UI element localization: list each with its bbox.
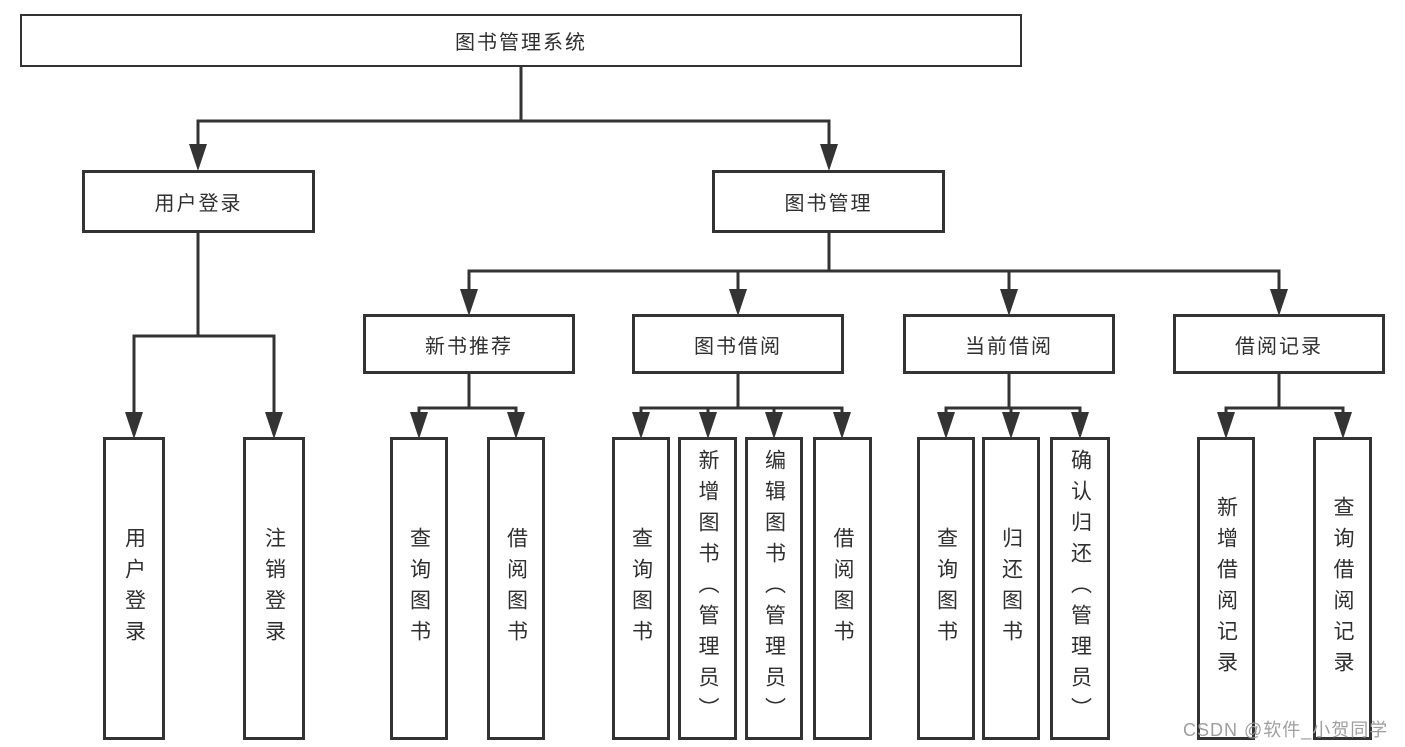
leaf-query-borrow-record: 查询借阅记录 xyxy=(1313,437,1372,740)
node-library-system-label: 图书管理系统 xyxy=(455,32,587,54)
node-book-borrow-label: 图书借阅 xyxy=(694,335,782,358)
leaf-current-query-books: 查询图书 xyxy=(917,437,975,740)
leaf-borrow-query-books: 查询图书 xyxy=(612,437,670,740)
node-user-login-label: 用户登录 xyxy=(154,193,243,215)
leaf-user-login-label: 用户登录 xyxy=(122,526,146,651)
leaf-return-books: 归还图书 xyxy=(982,437,1040,740)
leaf-add-borrow-record: 新增借阅记录 xyxy=(1197,437,1255,740)
csdn-watermark: CSDN @软件_小贺同学 xyxy=(1183,720,1389,740)
leaf-confirm-return-admin: 确认归还（管理员） xyxy=(1050,437,1110,740)
node-book-management-label: 图书管理 xyxy=(784,193,873,215)
leaf-add-book-admin-label: 新增图书（管理员） xyxy=(696,449,719,728)
node-borrow-records-label: 借阅记录 xyxy=(1235,335,1323,358)
node-borrow-records: 借阅记录 xyxy=(1173,314,1385,374)
node-current-borrow: 当前借阅 xyxy=(903,314,1115,374)
node-book-management: 图书管理 xyxy=(712,170,945,233)
leaf-confirm-return-admin-label: 确认归还（管理员） xyxy=(1068,449,1092,728)
leaf-recommend-query-books-label: 查询图书 xyxy=(407,526,431,651)
leaf-logout: 注销登录 xyxy=(243,437,305,740)
leaf-current-query-books-label: 查询图书 xyxy=(934,526,958,651)
node-library-system: 图书管理系统 xyxy=(20,14,1022,67)
node-book-borrow: 图书借阅 xyxy=(632,314,844,374)
node-user-login: 用户登录 xyxy=(82,170,315,233)
node-current-borrow-label: 当前借阅 xyxy=(965,335,1053,358)
leaf-add-borrow-record-label: 新增借阅记录 xyxy=(1214,495,1238,682)
leaf-user-login: 用户登录 xyxy=(103,437,165,740)
node-new-book-recommend: 新书推荐 xyxy=(363,314,575,374)
leaf-borrow-query-books-label: 查询图书 xyxy=(629,526,653,651)
leaf-query-borrow-record-label: 查询借阅记录 xyxy=(1331,495,1354,682)
leaf-recommend-query-books: 查询图书 xyxy=(390,437,448,740)
node-new-book-recommend-label: 新书推荐 xyxy=(425,335,513,358)
leaf-borrow-borrow-books-label: 借阅图书 xyxy=(831,526,854,651)
leaf-borrow-borrow-books: 借阅图书 xyxy=(813,437,872,740)
leaf-return-books-label: 归还图书 xyxy=(999,526,1023,651)
leaf-recommend-borrow-books: 借阅图书 xyxy=(487,437,545,740)
leaf-edit-book-admin: 编辑图书（管理员） xyxy=(745,437,803,740)
leaf-logout-label: 注销登录 xyxy=(262,526,286,651)
leaf-edit-book-admin-label: 编辑图书（管理员） xyxy=(762,449,786,728)
leaf-add-book-admin: 新增图书（管理员） xyxy=(678,437,737,740)
leaf-recommend-borrow-books-label: 借阅图书 xyxy=(504,526,528,651)
